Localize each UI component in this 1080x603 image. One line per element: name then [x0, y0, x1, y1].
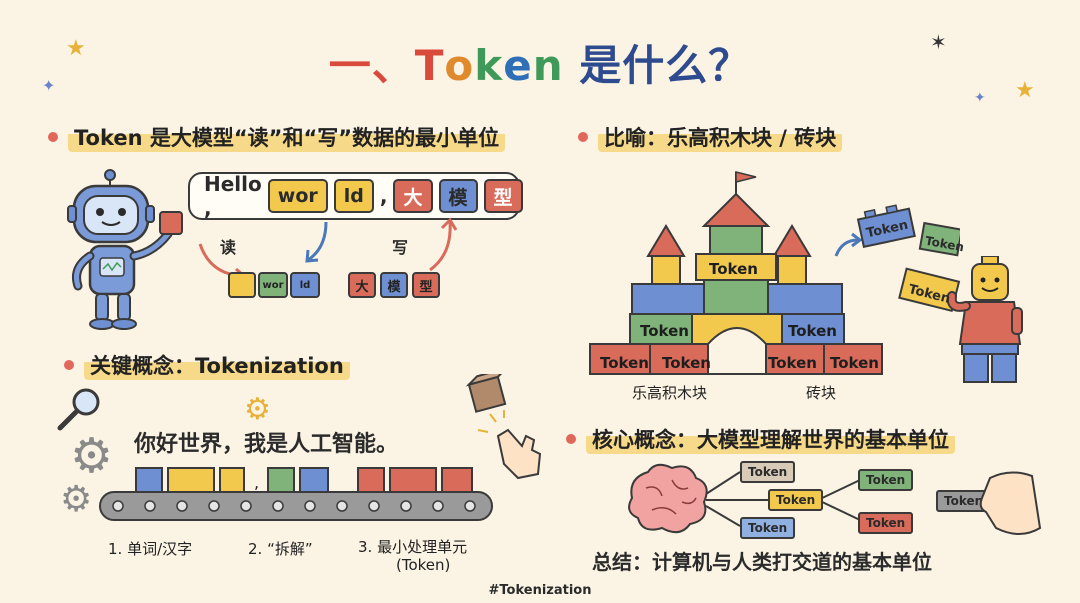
speech-bubble: Hello , wor ld , 大 模 型	[188, 172, 523, 220]
sparkle-icon: ✦	[974, 90, 986, 106]
token-chip: wor	[267, 179, 328, 213]
write-block: 模	[380, 272, 408, 298]
castle-token-label: Token	[662, 354, 711, 372]
hashtag-footer: #Tokenization	[488, 583, 592, 598]
lego-figure-icon	[898, 256, 1023, 383]
sparkle-icon: ✶	[930, 30, 947, 54]
star-icon: ★	[1015, 78, 1035, 103]
title-letter: n	[532, 41, 564, 90]
sparkle-icon: ✦	[42, 76, 56, 95]
write-block: 大	[348, 272, 376, 298]
network-token: Token	[740, 461, 796, 483]
title-token: Token	[415, 41, 564, 90]
gear-icon: ⚙	[244, 392, 271, 427]
network-token: Token	[858, 469, 914, 491]
gear-icon: ⚙	[60, 479, 93, 520]
hand-icon	[979, 471, 1042, 535]
read-block: ld	[290, 272, 320, 298]
castle-token-label: Token	[830, 354, 879, 372]
token-chip: 模	[438, 179, 478, 213]
bullet-dot	[566, 434, 576, 444]
castle-caption-right: 砖块	[806, 384, 837, 402]
step-1: 1. 单词/汉字	[108, 540, 193, 558]
title-letter: k	[474, 41, 504, 90]
example-sentence: 你好世界，我是人工智能。	[134, 432, 399, 457]
bubble-hello: Hello ,	[204, 172, 262, 220]
read-block	[228, 272, 256, 298]
title-suffix: 是什么？	[563, 41, 752, 90]
step-3-note: (Token)	[396, 556, 451, 574]
castle-token-label: Token	[788, 322, 837, 340]
bubble-comma: ,	[379, 184, 388, 208]
network-token: Token	[740, 517, 796, 539]
conveyor-belt-icon: ,	[99, 467, 493, 521]
gear-icon: ⚙	[70, 428, 114, 484]
step-2: 2. “拆解”	[248, 540, 313, 558]
hand-pointer-icon	[465, 374, 542, 480]
read-block: wor	[258, 272, 288, 298]
section-concept: 关键概念：Tokenization	[64, 350, 350, 380]
section-definition: Token 是大模型“读”和“写”数据的最小单位	[48, 122, 506, 152]
castle-token-label: Token	[640, 322, 689, 340]
section-analogy-label: 比喻：乐高积木块 / 砖块	[598, 122, 843, 152]
castle-caption-left: 乐高积木块	[632, 384, 708, 402]
network-graphic	[628, 463, 861, 534]
title-letter: e	[503, 41, 533, 90]
page-title: 一、Token 是什么？	[0, 32, 1080, 93]
summary-text: 总结：计算机与人类打交道的基本单位	[592, 550, 932, 574]
flying-bricks-graphic	[834, 204, 960, 257]
read-label: 读	[220, 238, 237, 257]
castle-icon	[589, 171, 883, 375]
bullet-dot	[48, 132, 58, 142]
title-letter: o	[444, 41, 475, 90]
section-definition-label: Token 是大模型“读”和“写”数据的最小单位	[68, 122, 506, 152]
network-token: Token	[768, 489, 824, 511]
token-chip: ld	[333, 179, 374, 213]
token-chip: 型	[483, 179, 523, 213]
section-analogy: 比喻：乐高积木块 / 砖块	[578, 122, 843, 152]
bullet-dot	[578, 132, 588, 142]
svg-text:,: ,	[254, 473, 259, 492]
section-core-label: 核心概念：大模型理解世界的基本单位	[586, 424, 955, 454]
title-prefix: 一、	[328, 41, 415, 90]
robot-icon	[67, 169, 183, 330]
write-block: 型	[412, 272, 440, 298]
magnifier-icon	[57, 388, 100, 431]
section-core: 核心概念：大模型理解世界的基本单位	[566, 424, 955, 454]
title-letter: T	[414, 41, 445, 90]
bullet-dot	[64, 360, 74, 370]
star-icon: ★	[66, 36, 86, 61]
token-chip: 大	[393, 179, 433, 213]
network-token: Token	[858, 512, 914, 534]
castle-token-label: Token	[768, 354, 817, 372]
step-3: 3. 最小处理单元	[358, 538, 468, 556]
castle-token-label: Token	[709, 260, 758, 278]
write-label: 写	[392, 238, 409, 257]
castle-token-label: Token	[600, 354, 649, 372]
section-concept-label: 关键概念：Tokenization	[84, 350, 350, 380]
